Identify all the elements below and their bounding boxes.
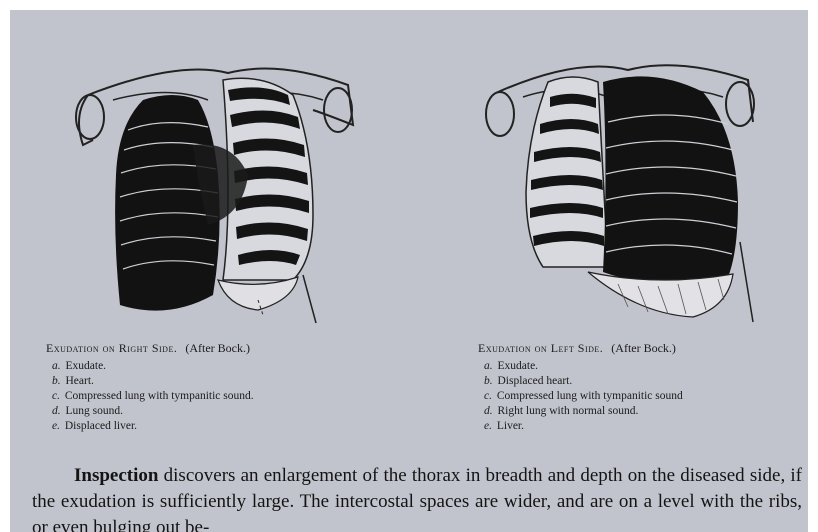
paragraph-lead-word: Inspection — [74, 465, 158, 486]
caption-title-text: Exudation on Right Side. — [46, 341, 177, 355]
body-paragraph: Inspection discovers an enlargement of t… — [32, 463, 802, 532]
legend-letter: c. — [484, 390, 492, 402]
legend-item: a. Exudate. — [46, 359, 426, 374]
caption-left-side: Exudation on Left Side. (After Bock.) a. … — [478, 341, 798, 434]
legend-letter: e. — [52, 420, 60, 432]
caption-right-side: Exudation on Right Side. (After Bock.) a.… — [46, 341, 426, 434]
legend-letter: a. — [52, 360, 61, 372]
legend-text: Displaced liver. — [65, 420, 137, 432]
legend-text: Right lung with normal sound. — [498, 405, 639, 417]
caption-title-text: Exudation on Left Side. — [478, 341, 603, 355]
legend-item: e. Displaced liver. — [46, 419, 426, 434]
legend-letter: e. — [484, 420, 492, 432]
book-page: Exudation on Right Side. (After Bock.) a.… — [10, 10, 808, 532]
legend-letter: b. — [484, 375, 493, 387]
legend-item: b. Heart. — [46, 374, 426, 389]
legend-letter: d. — [52, 405, 61, 417]
legend-item: b. Displaced heart. — [478, 374, 798, 389]
legend-item: d. Right lung with normal sound. — [478, 404, 798, 419]
legend-letter: b. — [52, 375, 61, 387]
legend-text: Liver. — [497, 420, 524, 432]
legend-text: Exudate. — [498, 360, 539, 372]
caption-title: Exudation on Right Side. (After Bock.) — [46, 341, 426, 356]
caption-title: Exudation on Left Side. (After Bock.) — [478, 341, 798, 356]
legend-text: Displaced heart. — [498, 375, 573, 387]
legend-text: Compressed lung with tympanitic sound. — [65, 390, 254, 402]
legend-text: Exudate. — [66, 360, 107, 372]
legend-item: c. Compressed lung with tympanitic sound — [478, 389, 798, 404]
caption-source: (After Bock.) — [185, 341, 250, 355]
thorax-illustration-left-exudation — [478, 52, 778, 337]
legend-text: Lung sound. — [66, 405, 124, 417]
thorax-illustration-right-exudation — [58, 55, 378, 330]
legend-letter: c. — [52, 390, 60, 402]
legend-text: Heart. — [66, 375, 94, 387]
legend-item: a. Exudate. — [478, 359, 798, 374]
legend-letter: a. — [484, 360, 493, 372]
legend-item: e. Liver. — [478, 419, 798, 434]
legend-text: Compressed lung with tympanitic sound — [497, 390, 683, 402]
legend-letter: d. — [484, 405, 493, 417]
legend-item: c. Compressed lung with tympanitic sound… — [46, 389, 426, 404]
legend-item: d. Lung sound. — [46, 404, 426, 419]
caption-source: (After Bock.) — [611, 341, 676, 355]
